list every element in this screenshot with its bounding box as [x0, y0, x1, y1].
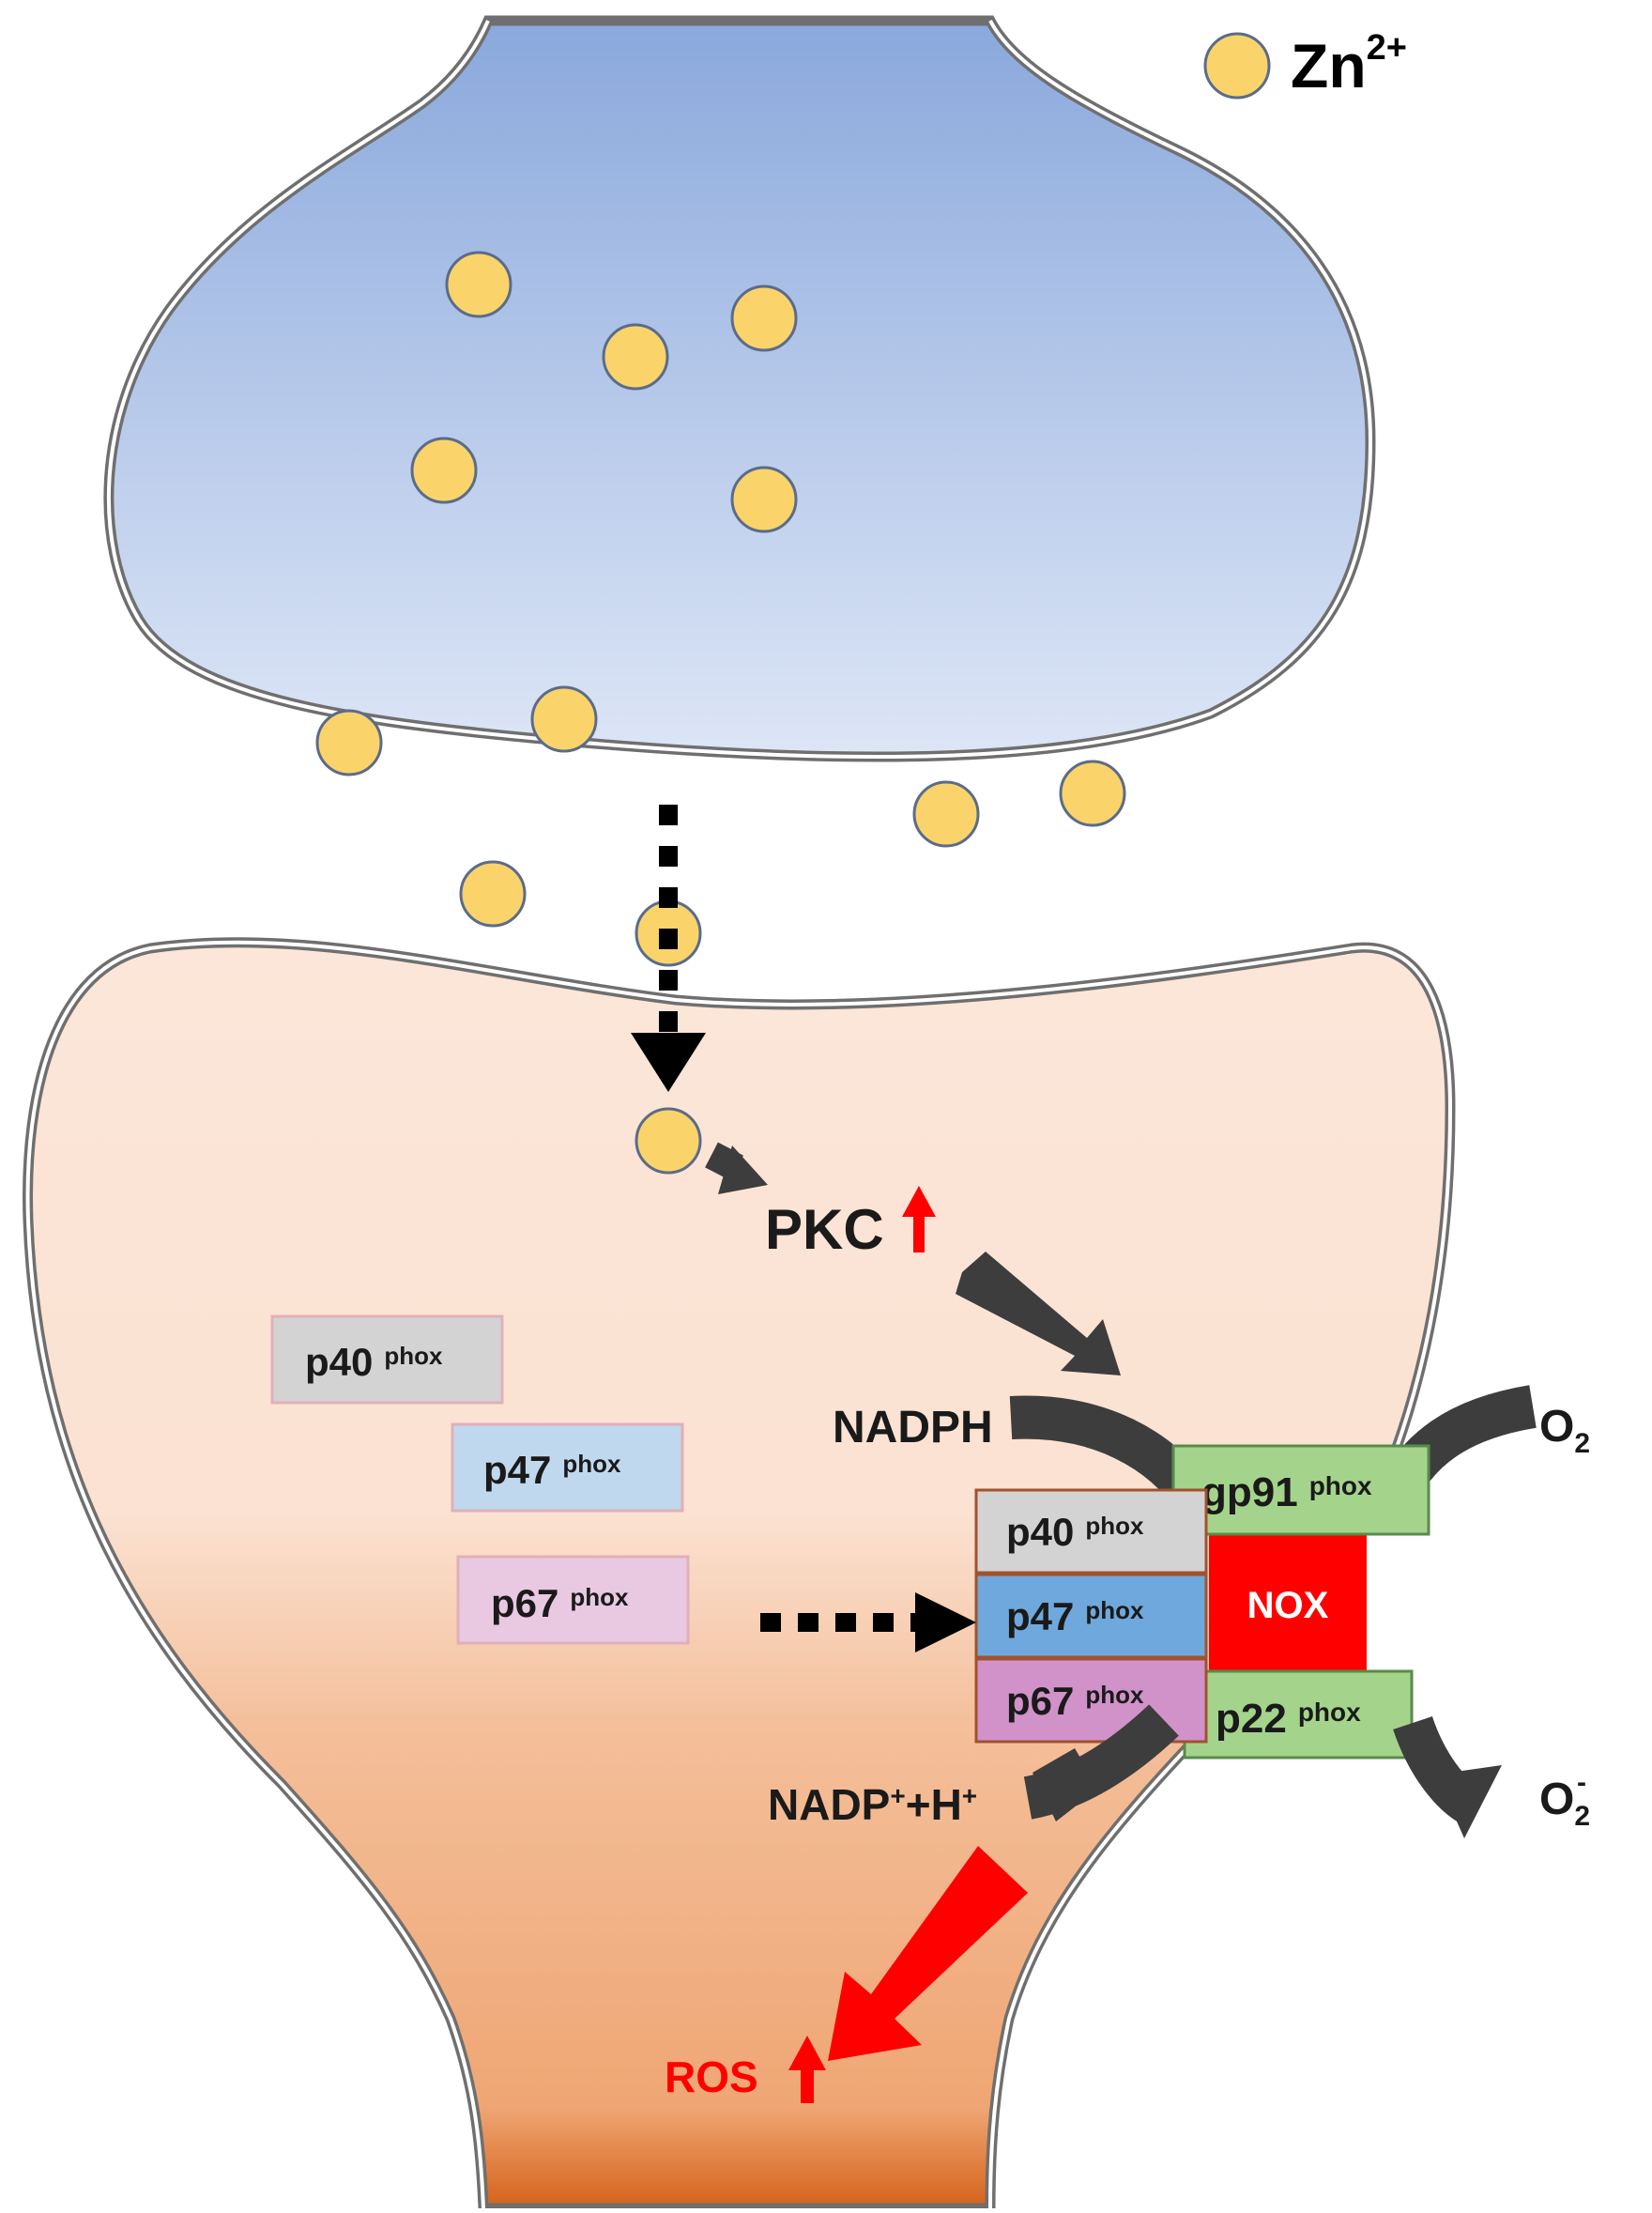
nadp-arrow — [1023, 1704, 1179, 1821]
legend: Zn2+ — [1203, 28, 1407, 100]
zinc-ion — [730, 284, 798, 352]
legend-zinc-label: Zn2+ — [1291, 28, 1407, 100]
zinc-to-pkc-arrow — [705, 1142, 768, 1194]
nadph-label: NADPH — [833, 1403, 993, 1452]
ros-increase-arrow-icon — [788, 2036, 826, 2103]
zinc-ion — [445, 251, 512, 318]
nox-label: NOX — [1247, 1585, 1329, 1626]
zinc-ion — [459, 860, 527, 928]
presynaptic-terminal — [103, 15, 1376, 762]
pkc-label: PKC — [765, 1198, 884, 1261]
nadp-label: NADP++H+ — [768, 1780, 977, 1829]
superoxide-label: O2- — [1539, 1767, 1590, 1832]
zinc-ion — [315, 709, 383, 776]
presynaptic-membrane-highlight — [106, 20, 1373, 760]
legend-zinc-ion — [1203, 32, 1271, 100]
ros-arrow — [828, 1846, 1028, 2061]
o2-label: O2 — [1539, 1402, 1590, 1459]
zinc-ion — [602, 323, 669, 391]
zinc-ion — [730, 466, 798, 533]
zinc-ions — [315, 251, 1126, 1175]
zinc-ion — [530, 685, 598, 753]
zinc-ion — [410, 437, 478, 504]
ros-label: ROS — [665, 2052, 758, 2101]
translocation-arrow — [760, 1592, 976, 1652]
zinc-ion — [1059, 760, 1126, 827]
zinc-ion — [912, 780, 980, 848]
pkc-increase-arrow-icon — [902, 1186, 936, 1252]
pkc-activation-arrow — [956, 1252, 1121, 1375]
nox-core — [1209, 1532, 1367, 1675]
zinc-ion — [635, 1107, 702, 1175]
superoxide-arrow — [1393, 1715, 1502, 1838]
zinc-entry-arrow — [631, 805, 706, 1092]
